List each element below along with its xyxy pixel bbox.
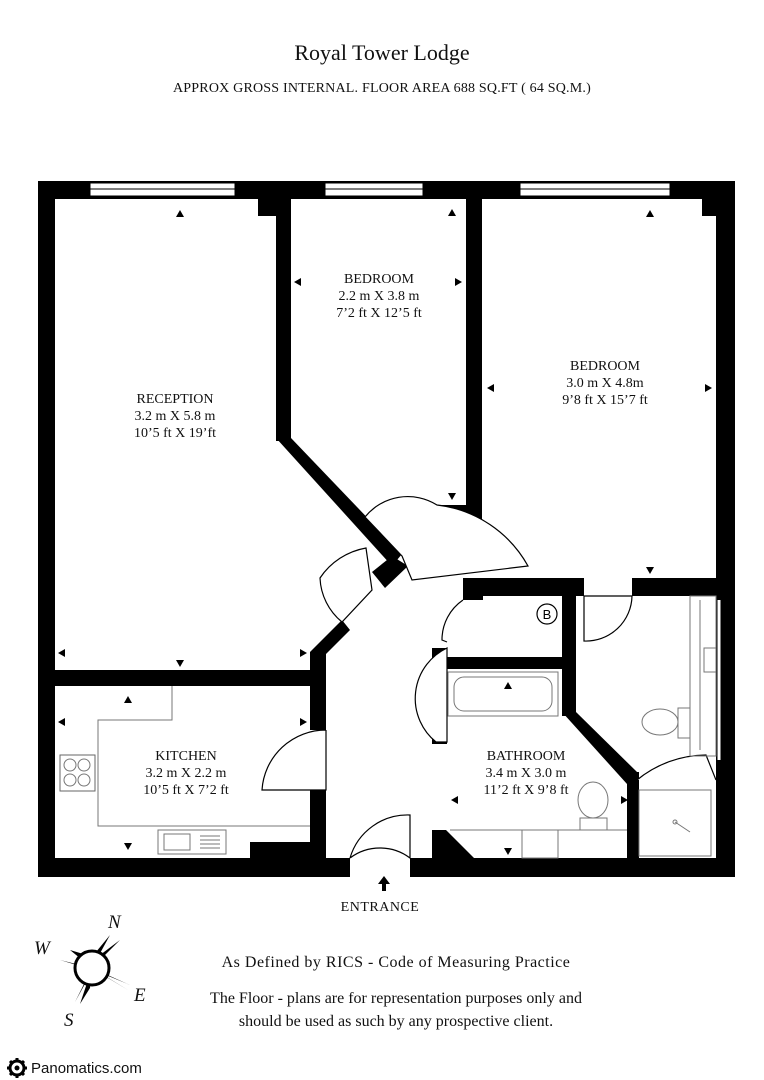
compass-west: W bbox=[34, 938, 50, 959]
kitchen-label: KITCHEN 3.2 m X 2.2 m 10’5 ft X 7’2 ft bbox=[126, 748, 246, 799]
reception-metric: 3.2 m X 5.8 m bbox=[134, 409, 216, 424]
bathroom-metric: 3.4 m X 3.0 m bbox=[485, 766, 567, 781]
bedroom-one-name: BEDROOM bbox=[343, 272, 414, 287]
reception-label: RECEPTION 3.2 m X 5.8 m 10’5 ft X 19’ft bbox=[110, 391, 240, 442]
compass-icon bbox=[60, 935, 130, 1004]
bedroom-two-name: BEDROOM bbox=[569, 359, 640, 374]
rics-statement: As Defined by RICS - Code of Measuring P… bbox=[221, 954, 571, 971]
entrance-arrow-icon bbox=[378, 876, 390, 891]
compass-north: N bbox=[108, 912, 121, 933]
dimension-arrows bbox=[58, 209, 712, 855]
floor-area-subtitle: APPROX GROSS INTERNAL. FLOOR AREA 688 SQ… bbox=[173, 81, 591, 96]
fixtures bbox=[59, 595, 717, 859]
bathroom-imperial: 11’2 ft X 9’8 ft bbox=[483, 783, 569, 798]
bathroom-name: BATHROOM bbox=[486, 749, 566, 764]
reception-name: RECEPTION bbox=[136, 392, 214, 407]
piers bbox=[258, 196, 718, 216]
kitchen-name: KITCHEN bbox=[155, 749, 217, 764]
disclaimer-line-1: The Floor - plans are for representation… bbox=[210, 990, 582, 1007]
kitchen-metric: 3.2 m X 2.2 m bbox=[145, 766, 227, 781]
compass-south: S bbox=[64, 1010, 74, 1031]
door-swings bbox=[261, 495, 717, 860]
kitchen-imperial: 10’5 ft X 7’2 ft bbox=[143, 783, 229, 798]
bedroom-one-imperial: 7’2 ft X 12’5 ft bbox=[336, 306, 422, 321]
boiler-icon bbox=[536, 603, 558, 625]
gear-icon bbox=[7, 1058, 27, 1078]
brand-logo: Panomatics.com bbox=[6, 1057, 142, 1079]
brand-name: Panomatics.com bbox=[31, 1059, 142, 1077]
reception-imperial: 10’5 ft X 19’ft bbox=[133, 426, 217, 441]
bedroom-two-imperial: 9’8 ft X 15’7 ft bbox=[562, 393, 648, 408]
bedroom-two-label: BEDROOM 3.0 m X 4.8m 9’8 ft X 15’7 ft bbox=[540, 358, 670, 409]
disclaimer-line-2: should be used as such by any prospectiv… bbox=[238, 1013, 554, 1030]
plan-title: Royal Tower Lodge bbox=[294, 40, 470, 65]
compass-east: E bbox=[134, 985, 146, 1006]
windows bbox=[89, 182, 721, 760]
bedroom-one-label: BEDROOM 2.2 m X 3.8 m 7’2 ft X 12’5 ft bbox=[320, 271, 438, 322]
bathroom-label: BATHROOM 3.4 m X 3.0 m 11’2 ft X 9’8 ft bbox=[466, 748, 586, 799]
bedroom-two-metric: 3.0 m X 4.8m bbox=[566, 376, 644, 391]
bedroom-one-metric: 2.2 m X 3.8 m bbox=[338, 289, 420, 304]
boiler-label: B bbox=[543, 607, 552, 622]
entrance-label: ENTRANCE bbox=[340, 900, 420, 915]
